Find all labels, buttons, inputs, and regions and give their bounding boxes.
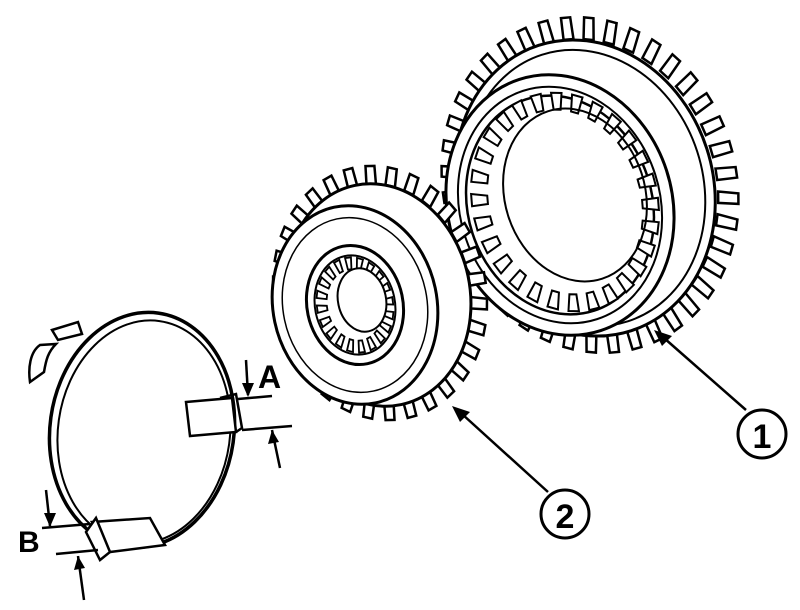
spline-tooth (480, 235, 502, 255)
spline-tooth (315, 289, 329, 301)
gear-tooth (364, 164, 378, 186)
callout-2: 2 (452, 406, 591, 540)
spline-tooth (325, 325, 339, 341)
gear-tooth (699, 114, 726, 137)
dimension-a-label: A (258, 359, 281, 395)
spline-tooth (549, 91, 563, 111)
gear-tooth (714, 212, 739, 232)
spline-tooth (526, 280, 543, 304)
dimension-b: B (18, 489, 99, 601)
gear-tooth (700, 255, 727, 280)
spline-tooth (510, 98, 529, 121)
spline-tooth (470, 168, 490, 185)
spline-tooth (373, 329, 387, 345)
callout-1: 1 (654, 330, 788, 460)
callout-2-label: 2 (556, 498, 575, 536)
gear-tooth (621, 26, 641, 55)
spline-tooth (317, 275, 332, 290)
gear-tooth (658, 52, 682, 81)
gear-tooth (708, 139, 734, 159)
spline-tooth (473, 145, 495, 165)
spline-tooth (492, 253, 514, 276)
spline-tooth (332, 258, 344, 275)
part-1-ring-gear (440, 15, 740, 355)
spline-tooth (627, 256, 648, 278)
spline-tooth (567, 293, 581, 313)
spline-tooth (546, 289, 560, 311)
spline-tooth (334, 333, 346, 350)
spline-tooth (494, 110, 515, 133)
gear-tooth (602, 19, 619, 47)
spline-tooth (315, 304, 329, 315)
spline-tooth (357, 339, 367, 354)
part-2-hub-gear (270, 164, 489, 422)
gear-tooth (714, 165, 739, 182)
spline-tooth (616, 128, 638, 151)
gear-tooth (640, 37, 663, 66)
callout-1-label: 1 (753, 418, 772, 456)
gear-tooth (559, 15, 575, 42)
spline-tooth (601, 283, 620, 306)
spline-tooth (507, 268, 528, 292)
spline-tooth (482, 126, 503, 148)
spline-tooth (640, 196, 661, 212)
dimension-b-label: B (18, 526, 40, 559)
spline-tooth (323, 265, 337, 281)
spline-tooth (615, 271, 636, 294)
gear-tooth (469, 295, 489, 311)
gear-tooth (709, 234, 735, 257)
snap-ring-spring (28, 310, 244, 562)
spline-tooth (469, 192, 490, 208)
spline-tooth (366, 335, 378, 352)
gear-tooth (674, 70, 700, 98)
spline-tooth (472, 215, 494, 232)
gear-tooth (716, 190, 740, 206)
spline-tooth (318, 315, 333, 329)
gear-tooth (688, 91, 714, 117)
gear-tooth (582, 15, 595, 42)
dimension-a: A (237, 359, 293, 469)
spline-tooth (585, 290, 601, 312)
spline-tooth (345, 338, 355, 354)
spline-tooth (529, 92, 545, 114)
